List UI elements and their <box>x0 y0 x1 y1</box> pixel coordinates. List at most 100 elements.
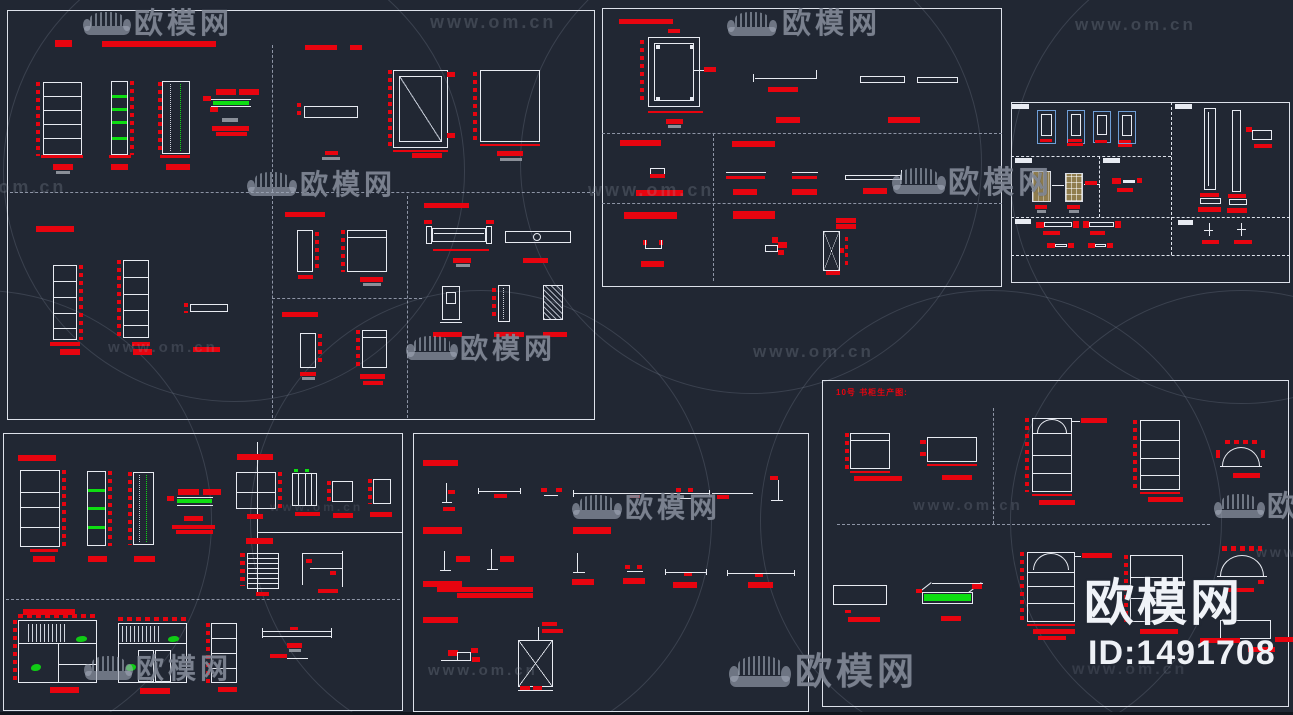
decor-door-panel <box>1032 171 1051 202</box>
dimension-text-bar <box>625 565 630 569</box>
drawing-outline <box>211 623 237 683</box>
drawing-line-h <box>248 578 278 579</box>
sofa-al <box>84 663 93 676</box>
drawing-line-h <box>573 493 710 494</box>
drawing-line-v <box>778 480 779 501</box>
drawing-outline <box>1140 420 1180 490</box>
drawing-outline <box>426 226 432 244</box>
sofa-seat <box>893 184 945 195</box>
drawing-line-h <box>119 643 186 644</box>
dimension-text-bar <box>1119 140 1131 143</box>
dimension-text-bar <box>423 460 458 466</box>
dimension-tick-column <box>206 623 210 683</box>
dimension-tick-column <box>13 620 17 683</box>
dimension-text-bar <box>166 164 190 170</box>
watermark-url-text: www.om.cn <box>1075 15 1196 34</box>
sofa-watermark-icon <box>1214 494 1265 520</box>
dimension-text-bar <box>193 347 220 352</box>
dimension-text-bar <box>1233 473 1260 478</box>
sofa-ar <box>123 19 131 32</box>
drawing-outline <box>1044 222 1072 227</box>
dimension-text-bar <box>239 89 259 95</box>
dimension-text-bar <box>1254 144 1272 148</box>
watermark-url-text: www.om.cn <box>588 180 715 200</box>
dimension-text-bar <box>732 141 775 147</box>
drawing-line-v <box>1208 112 1209 186</box>
drawing-outline <box>486 226 492 244</box>
dimension-text-bar <box>23 609 75 615</box>
dimension-text-bar <box>778 242 787 248</box>
dimension-text-bar <box>306 559 312 563</box>
dimension-shadow-bar <box>456 264 470 267</box>
sofa-ar <box>449 343 458 357</box>
drawing-outline <box>860 76 905 83</box>
drawing-outline <box>138 650 154 682</box>
dashed-divider-v <box>272 45 273 192</box>
dimension-text-bar <box>453 258 471 263</box>
sofa-back <box>90 12 124 26</box>
dimension-text-bar <box>1107 243 1113 248</box>
dimension-text-bar <box>412 153 442 158</box>
dimension-text-bar <box>1090 231 1105 235</box>
drawing-line-h <box>771 500 783 501</box>
dimension-text-bar <box>573 527 611 534</box>
drawing-line-h <box>440 570 451 571</box>
dimension-text-bar <box>1033 629 1075 634</box>
label-tag <box>1103 158 1120 163</box>
sofa-ar <box>937 176 947 191</box>
decor-door-grid-panel <box>1065 173 1083 202</box>
dimension-text-bar <box>1261 450 1265 458</box>
door-panel <box>1118 111 1136 144</box>
sofa-al <box>891 176 901 191</box>
dimension-tick-column <box>158 82 162 154</box>
door-inner-panel <box>1041 114 1052 136</box>
knob-circle <box>533 233 541 241</box>
drawing-outline <box>765 245 778 252</box>
dimension-text-bar <box>1200 193 1219 197</box>
dimension-shadow-bar <box>222 118 238 122</box>
dimension-text-bar <box>447 72 455 77</box>
sofa-back <box>738 656 782 676</box>
dimension-text-bar <box>55 40 72 47</box>
dimension-text-bar <box>480 144 540 146</box>
label-tag <box>1015 219 1031 224</box>
drawing-line-h <box>441 660 459 661</box>
drawing-line-v <box>794 570 795 576</box>
dimension-text-bar <box>433 332 462 337</box>
dimension-text-bar <box>33 556 55 562</box>
drawing-line-v <box>538 627 539 640</box>
dimension-tick-column <box>62 470 66 547</box>
drawing-outline <box>304 106 358 118</box>
dimension-text-bar <box>778 250 784 255</box>
dimension-text-bar <box>1218 580 1224 584</box>
drawing-outline <box>87 471 106 546</box>
drawing-outline <box>300 333 316 368</box>
label-tag <box>1175 104 1192 109</box>
drawing-line-h <box>851 440 889 441</box>
drawing-line-h <box>262 631 332 632</box>
dimension-text-bar <box>972 584 982 589</box>
dimension-text-bar <box>637 565 642 569</box>
dimension-text-bar <box>1234 240 1252 244</box>
drawing-line-h <box>124 294 148 295</box>
dimension-text-bar <box>1040 139 1052 142</box>
drawing-outline <box>927 437 977 462</box>
sofa-watermark-icon <box>572 495 622 520</box>
drawing-line-v <box>311 474 312 505</box>
watermark-brand-text: 欧模网 <box>300 169 397 200</box>
drawing-line-v <box>491 549 492 570</box>
dimension-text-bar <box>500 556 514 562</box>
dimension-text-bar <box>50 687 79 693</box>
dimension-text-bar <box>210 107 218 112</box>
drawing-line-v <box>444 551 445 571</box>
watermark-url-text: www.om.cn <box>913 497 1023 514</box>
dimension-text-bar <box>437 587 533 592</box>
drawing-line-h <box>518 690 553 691</box>
drawing-line-v <box>342 551 343 587</box>
sofa-back <box>254 172 290 187</box>
dimension-text-bar <box>30 549 58 552</box>
dimension-shadow-bar <box>363 283 381 286</box>
dimension-text-bar <box>648 111 703 113</box>
dimension-text-bar <box>845 610 851 613</box>
dimension-text-bar <box>494 332 524 337</box>
